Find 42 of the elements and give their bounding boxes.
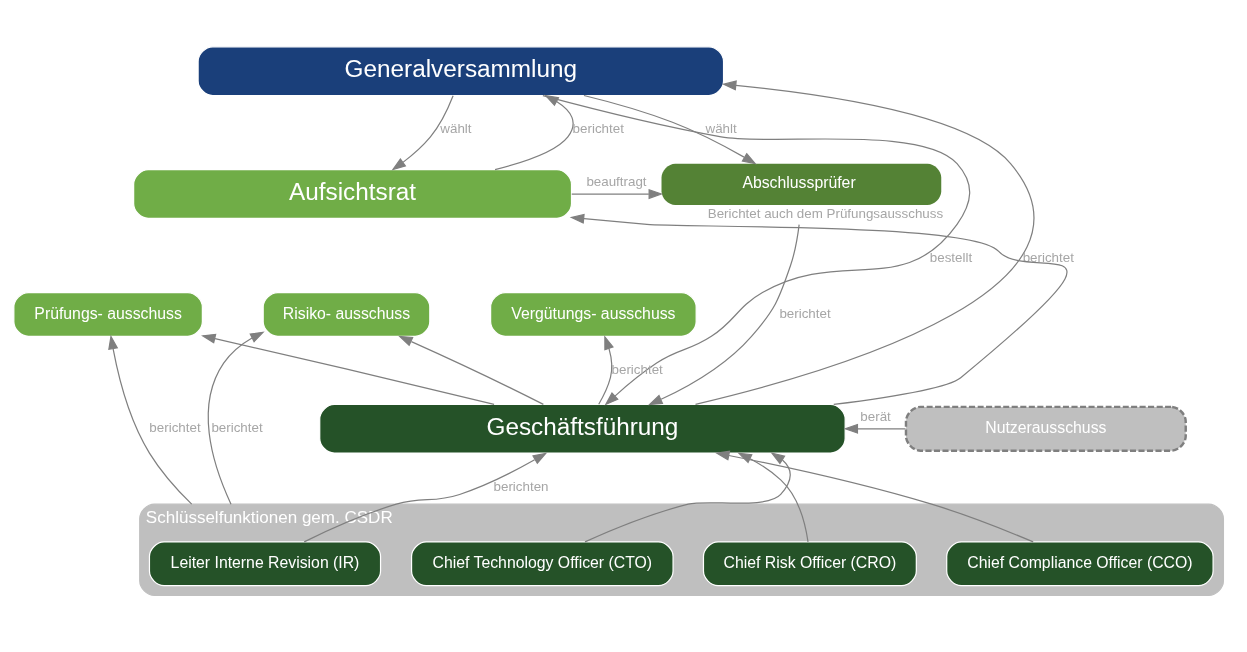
node-box: Vergütungs- ausschuss <box>490 291 697 337</box>
edge-label: berichtet <box>779 305 831 321</box>
node-box: Chief Technology Officer (CTO) <box>410 541 674 587</box>
arrow <box>108 334 193 505</box>
arrow <box>583 94 757 165</box>
edge-label: berichtet <box>211 420 263 436</box>
node-box: Chief Compliance Officer (CCO) <box>946 541 1214 587</box>
arrow <box>391 95 454 171</box>
node-box: Geschäftsführung <box>319 403 846 454</box>
node-box: Risiko- ausschuss <box>262 291 431 337</box>
arrow <box>303 452 548 543</box>
arrow <box>207 331 265 505</box>
edge-label: berichtet <box>149 420 201 436</box>
edge-label: berät <box>860 409 891 425</box>
node-box: Chief Risk Officer (CRO) <box>702 541 917 587</box>
node-label: Berichtet auch dem Prüfungsausschuss <box>707 206 944 222</box>
arrow <box>843 423 907 434</box>
arrow <box>571 188 664 200</box>
node-box: Leiter Interne Revision (IR) <box>148 541 382 587</box>
edge-label: beauftragt <box>586 174 647 190</box>
node-box: Nutzerausschuss <box>904 405 1187 452</box>
arrow <box>569 213 1068 406</box>
node-box: Aufsichtsrat <box>133 169 573 219</box>
arrow <box>542 95 971 406</box>
arrow <box>398 335 544 405</box>
edge-label: wählt <box>705 120 737 136</box>
arrow <box>647 224 800 406</box>
edge-label: berichtet <box>1022 249 1074 265</box>
edge-label: berichten <box>493 478 549 494</box>
arrow <box>714 450 1034 543</box>
edge-label: bestellt <box>929 249 973 265</box>
arrow <box>201 333 495 405</box>
arrow <box>598 335 614 405</box>
node-box: Prüfungs- ausschuss <box>13 291 203 337</box>
node-box: Abschlussprüfer <box>661 163 942 205</box>
arrow <box>494 94 574 171</box>
edge-label: berichtet <box>572 120 624 136</box>
arrow <box>584 452 791 543</box>
arrow <box>694 80 1035 405</box>
node-box: Generalversammlung <box>197 46 725 97</box>
edge-label: wählt <box>440 120 472 136</box>
arrow <box>737 452 809 543</box>
